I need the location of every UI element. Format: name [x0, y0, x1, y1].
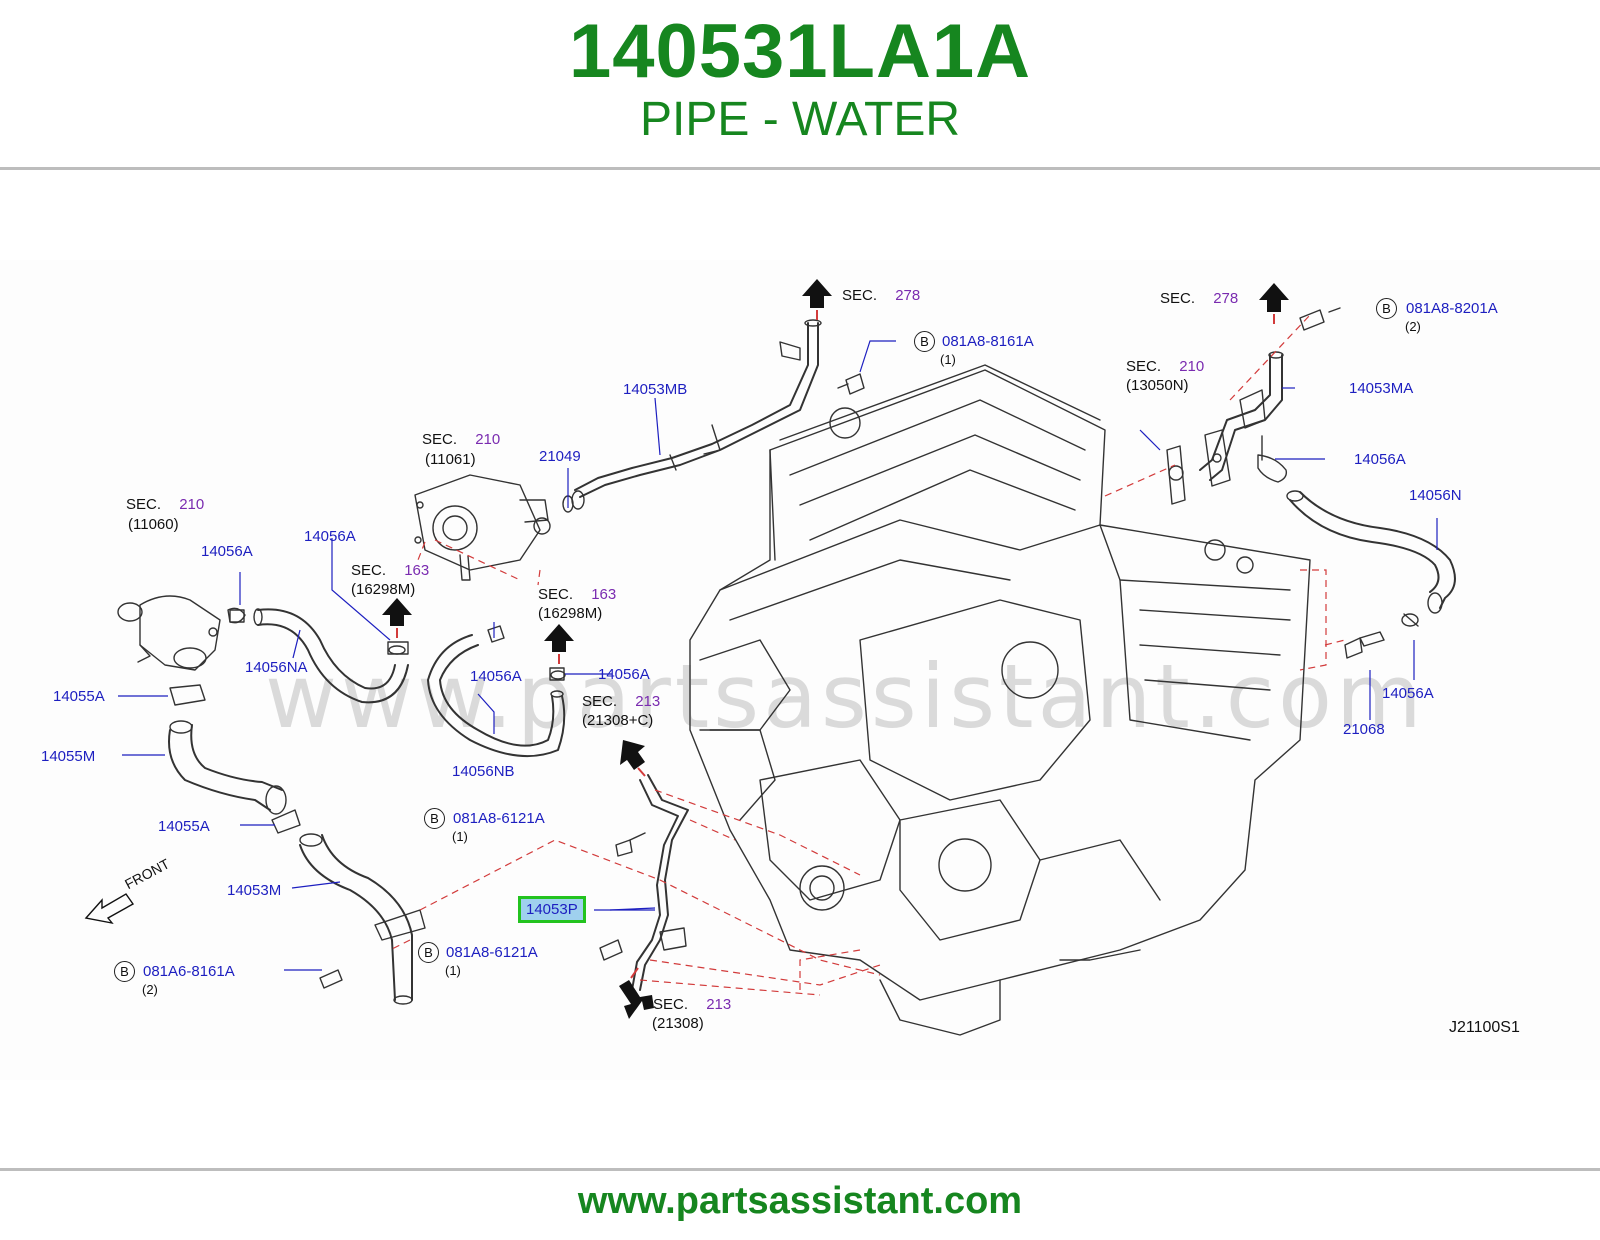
hose-14056NB: [439, 644, 555, 747]
part-number-title: 140531LA1A: [568, 9, 1032, 94]
label-14056NA: 14056NA: [245, 659, 308, 676]
bolt-qty-b2: (2): [1405, 319, 1421, 334]
label-14056A-left-2: 14056A: [304, 528, 356, 545]
label-14056A-right-top: 14056A: [1354, 451, 1406, 468]
label-14056A-right-bottom: 14056A: [1382, 685, 1434, 702]
label-14055A-upper: 14055A: [53, 688, 105, 705]
parts-diagram: www.partsassistant.com: [0, 260, 1600, 1080]
sec-213-bottom-sub: (21308): [652, 1015, 704, 1032]
thermostat-housing: [414, 474, 541, 571]
leader-lines: [118, 340, 1438, 971]
bolt-badge-b3: B: [424, 808, 445, 829]
bolt-badge-b4: B: [418, 942, 439, 963]
sec-278-left: SEC. 278: [842, 287, 921, 304]
reference-lines: [389, 314, 1346, 996]
header-divider: [0, 167, 1600, 170]
sec-163-b-sub: (16298M): [538, 605, 603, 622]
label-14056N: 14056N: [1409, 487, 1462, 504]
sec-213-top-sub: (21308+C): [582, 712, 654, 729]
label-14055M: 14055M: [41, 748, 96, 765]
sec-210-top-sub: (11061): [425, 451, 476, 468]
sec-210-right-sub: (13050N): [1126, 377, 1189, 394]
bolt-code-b2: 081A8-8201A: [1406, 300, 1498, 317]
sec-213-bottom: SEC. 213: [653, 996, 732, 1013]
engine-block: [689, 364, 1311, 1036]
sec-163-a-sub: (16298M): [351, 581, 416, 598]
label-14055A-lower: 14055A: [158, 818, 210, 835]
bolt-code-b3: 081A8-6121A: [453, 810, 545, 827]
label-14056NB: 14056NB: [452, 763, 515, 780]
label-14056A-center-1: 14056A: [470, 668, 522, 685]
label-21068: 21068: [1343, 721, 1385, 738]
water-outlet-11060: [139, 595, 221, 671]
footer-website-link[interactable]: www.partsassistant.com: [577, 1180, 1023, 1222]
hose-14055M: [168, 729, 271, 811]
bolt-qty-b4: (1): [445, 963, 461, 978]
bolt-badge-b2: B: [1376, 298, 1397, 319]
label-14053MB: 14053MB: [623, 381, 688, 398]
bolt-qty-b1: (1): [940, 352, 956, 367]
direction-arrows: [382, 279, 1289, 1019]
front-arrow: [84, 893, 135, 925]
bolt-code-b5: 081A6-8161A: [143, 963, 235, 980]
sec-278-right: SEC. 278: [1160, 290, 1239, 307]
sec-210-left: SEC. 210: [126, 496, 205, 513]
bolt-badge-b5: B: [114, 961, 135, 982]
part-name-subtitle: PIPE - WATER: [639, 93, 960, 146]
diagram-code: J21100S1: [1449, 1019, 1520, 1036]
bolt-code-b4: 081A8-6121A: [446, 944, 538, 961]
sec-163-b: SEC. 163: [538, 586, 617, 603]
hose-14056NA: [257, 608, 396, 690]
highlighted-part-14053P[interactable]: 14053P: [518, 896, 586, 923]
hose-14056N: [1299, 491, 1456, 609]
sec-210-left-sub: (11060): [128, 516, 179, 533]
sec-213-top: SEC. 213: [582, 693, 661, 710]
bolt-code-b1: 081A8-8161A: [942, 333, 1034, 350]
label-14056A-left-1: 14056A: [201, 543, 253, 560]
label-14056A-center-2: 14056A: [598, 666, 650, 683]
bolt-qty-b5: (2): [142, 982, 158, 997]
pipe-14053M: [299, 844, 396, 1001]
bolt-badge-b1: B: [914, 331, 935, 352]
label-14053MA: 14053MA: [1349, 380, 1414, 397]
sec-210-top: SEC. 210: [422, 431, 501, 448]
footer-divider: [0, 1168, 1600, 1171]
pipe-14053MA: [1209, 354, 1283, 481]
sec-210-right: SEC. 210: [1126, 358, 1205, 375]
label-21049: 21049: [539, 448, 581, 465]
bolt-qty-b3: (1): [452, 829, 468, 844]
pipe-14053P: [639, 774, 689, 991]
sec-163-a: SEC. 163: [351, 562, 430, 579]
label-14053M: 14053M: [227, 882, 282, 899]
diagram-artwork: [84, 279, 1456, 1036]
